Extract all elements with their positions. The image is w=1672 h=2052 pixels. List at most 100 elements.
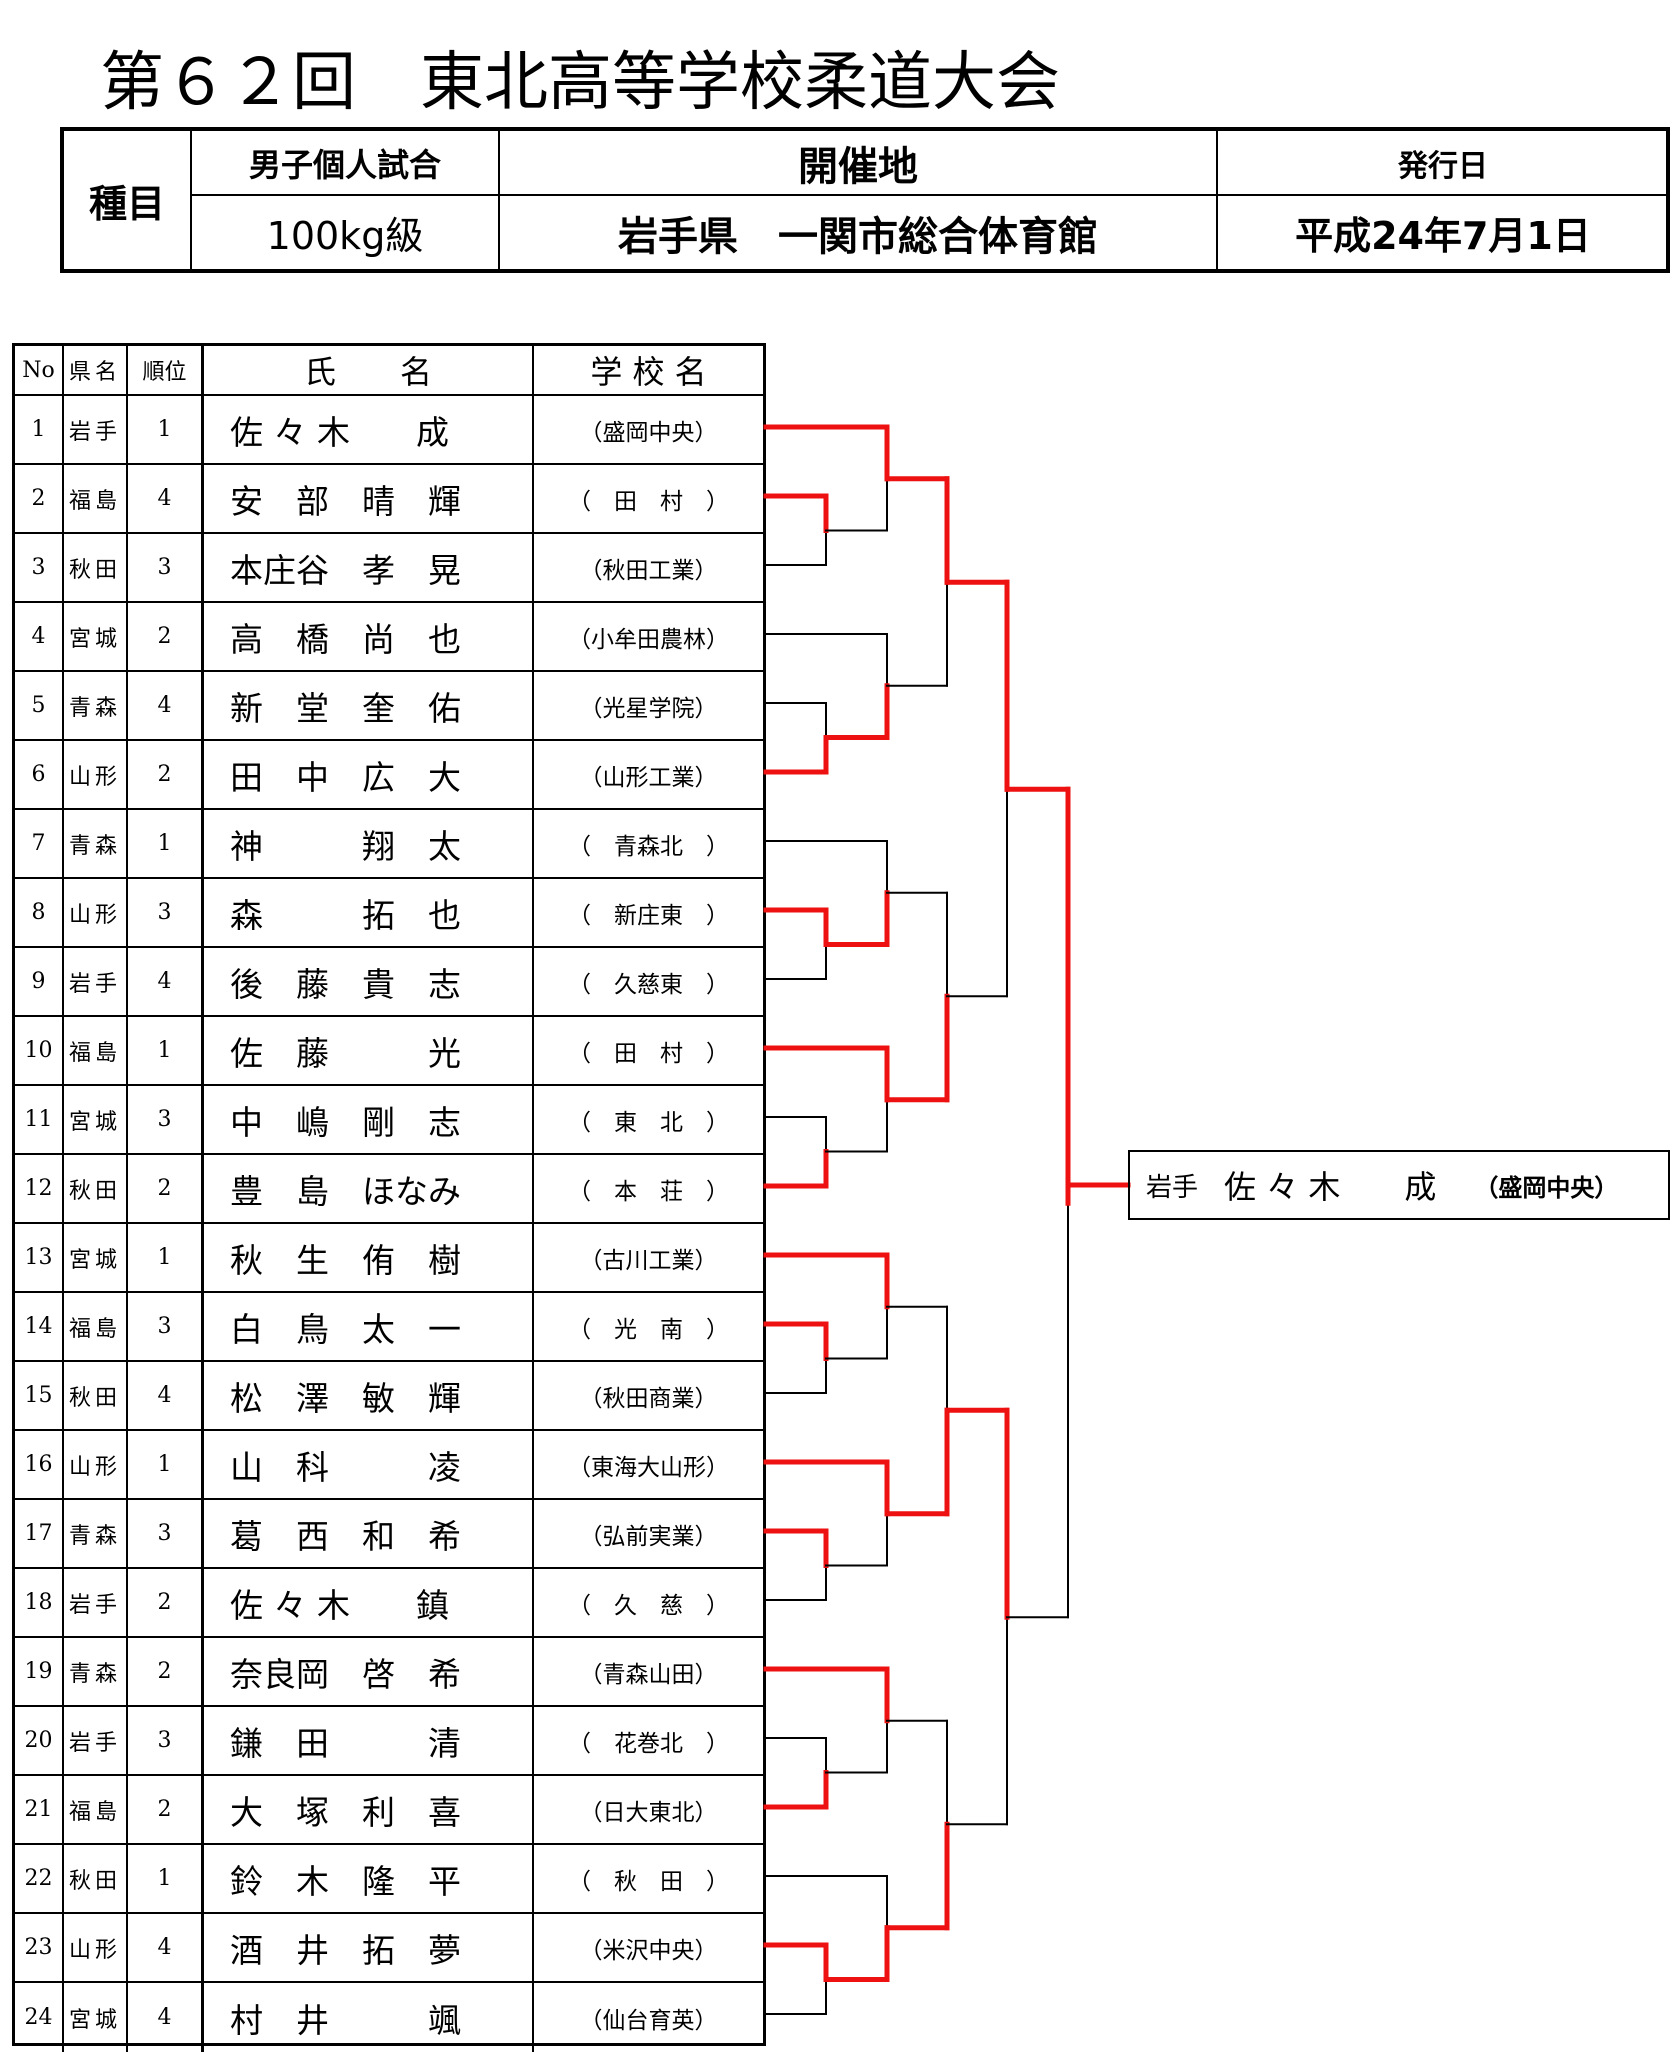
weight-class: 100kg級 bbox=[266, 214, 424, 258]
competitor-pref: 福島 bbox=[64, 1776, 128, 1843]
competitor-school: （仙台育英） bbox=[579, 2007, 718, 2034]
competitor-rank: 4 bbox=[128, 1362, 204, 1429]
competitor-rank: 3 bbox=[128, 534, 204, 601]
competitor-name: 豊 島 ほなみ bbox=[204, 1155, 534, 1222]
event-info-table: 種目 男子個人試合 100kg級 開催地 岩手県 一関市総合体育館 発行日 平成… bbox=[60, 127, 1670, 273]
competitor-pref: 岩手 bbox=[64, 948, 128, 1015]
competitor-name: 新 堂 奎 佑 bbox=[204, 672, 534, 739]
competitor-no: 22 bbox=[15, 1845, 64, 1912]
competitor-pref: 青森 bbox=[64, 672, 128, 739]
competitor-no: 21 bbox=[15, 1776, 64, 1843]
competitor-no: 12 bbox=[15, 1155, 64, 1222]
competitor-school: （ 本 荘 ） bbox=[568, 1178, 729, 1205]
header-rank: 順位 bbox=[128, 346, 204, 394]
competitor-no: 20 bbox=[15, 1707, 64, 1774]
competitor-no: 17 bbox=[15, 1500, 64, 1567]
competitor-rank: 2 bbox=[128, 1569, 204, 1636]
competitor-school: （光星学院） bbox=[579, 695, 718, 722]
competitor-pref: 岩手 bbox=[64, 1569, 128, 1636]
competitor-rank: 3 bbox=[128, 879, 204, 946]
issue-date-label: 発行日 bbox=[1398, 148, 1488, 184]
competitor-no: 14 bbox=[15, 1293, 64, 1360]
competitor-no: 9 bbox=[15, 948, 64, 1015]
competitor-pref: 秋田 bbox=[64, 1155, 128, 1222]
competitor-school: （古川工業） bbox=[579, 1247, 718, 1274]
competitor-no: 10 bbox=[15, 1017, 64, 1084]
competitor-school: （ 新庄東 ） bbox=[568, 902, 729, 929]
header-school: 学 校 名 bbox=[590, 353, 707, 391]
competitor-rank: 1 bbox=[128, 1845, 204, 1912]
competitor-name: 鎌 田 清 bbox=[204, 1707, 534, 1774]
competitor-school: （ 青森北 ） bbox=[568, 833, 729, 860]
competitor-rank: 2 bbox=[128, 603, 204, 670]
competitor-pref: 岩手 bbox=[64, 396, 128, 463]
competitor-name: 大 塚 利 喜 bbox=[204, 1776, 534, 1843]
competitor-school: （盛岡中央） bbox=[579, 419, 718, 446]
competitor-school: （ 久 慈 ） bbox=[568, 1592, 729, 1619]
competitor-name: 山 科 凌 bbox=[204, 1431, 534, 1498]
competitor-name: 神 翔 太 bbox=[204, 810, 534, 877]
competitor-school: （ 花巻北 ） bbox=[568, 1730, 729, 1757]
champion-pref: 岩手 bbox=[1146, 1172, 1199, 1203]
competitor-rank: 2 bbox=[128, 1638, 204, 1705]
competitor-no: 16 bbox=[15, 1431, 64, 1498]
competitor-name: 鈴 木 隆 平 bbox=[204, 1845, 534, 1912]
competitor-name: 佐 々 木 成 bbox=[204, 396, 534, 463]
competitor-rank: 4 bbox=[128, 465, 204, 532]
competitor-rank: 3 bbox=[128, 1707, 204, 1774]
competitor-rank: 4 bbox=[128, 672, 204, 739]
competitor-school: （ 秋 田 ） bbox=[568, 1868, 729, 1895]
competitor-pref: 山形 bbox=[64, 1431, 128, 1498]
competitor-pref: 青森 bbox=[64, 810, 128, 877]
competitor-no: 11 bbox=[15, 1086, 64, 1153]
competitor-name: 秋 生 侑 樹 bbox=[204, 1224, 534, 1291]
competitor-name: 後 藤 貴 志 bbox=[204, 948, 534, 1015]
competitor-no: 4 bbox=[15, 603, 64, 670]
competitor-pref: 山形 bbox=[64, 741, 128, 808]
competitor-name: 村 井 颯 bbox=[204, 1983, 534, 2052]
competitor-rank: 2 bbox=[128, 1155, 204, 1222]
competitor-school: （青森山田） bbox=[579, 1661, 718, 1688]
competitor-no: 8 bbox=[15, 879, 64, 946]
competitor-school: （ 東 北 ） bbox=[568, 1109, 729, 1136]
competitor-no: 1 bbox=[15, 396, 64, 463]
competitor-pref: 山形 bbox=[64, 879, 128, 946]
competitor-name: 中 嶋 剛 志 bbox=[204, 1086, 534, 1153]
competitor-no: 7 bbox=[15, 810, 64, 877]
competitor-school: （山形工業） bbox=[579, 764, 718, 791]
competitor-school: （秋田工業） bbox=[579, 557, 718, 584]
competitor-pref: 宮城 bbox=[64, 1086, 128, 1153]
competitor-no: 24 bbox=[15, 1983, 64, 2052]
champion-box: 岩手 佐 々 木 成 （盛岡中央） bbox=[1128, 1150, 1670, 1220]
competitor-rank: 4 bbox=[128, 1983, 204, 2052]
header-name: 氏 名 bbox=[204, 346, 534, 394]
competitor-school: （弘前実業） bbox=[579, 1523, 718, 1550]
competitor-pref: 秋田 bbox=[64, 1845, 128, 1912]
competitor-pref: 宮城 bbox=[64, 1224, 128, 1291]
category-label: 種目 bbox=[88, 181, 165, 226]
champion-school: （盛岡中央） bbox=[1474, 1173, 1619, 1202]
competitor-pref: 岩手 bbox=[64, 1707, 128, 1774]
competitor-name: 田 中 広 大 bbox=[204, 741, 534, 808]
competitor-no: 15 bbox=[15, 1362, 64, 1429]
venue: 岩手県 一関市総合体育館 bbox=[618, 213, 1098, 260]
header-no: No bbox=[15, 346, 64, 394]
header-pref: 県名 bbox=[64, 346, 128, 394]
competitor-pref: 宮城 bbox=[64, 603, 128, 670]
competitor-pref: 青森 bbox=[64, 1638, 128, 1705]
